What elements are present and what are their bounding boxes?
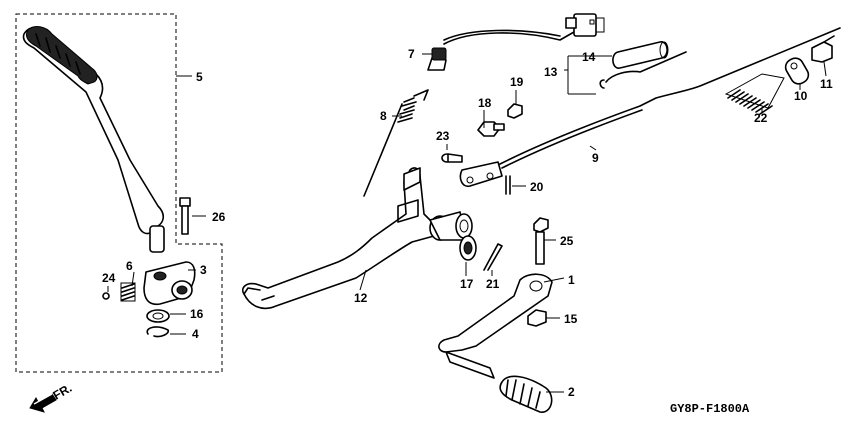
bolt-18: [477, 121, 505, 137]
callout-4: 4: [192, 327, 199, 341]
washer-17: [459, 235, 477, 261]
callout-22: 22: [754, 111, 768, 125]
washer: [146, 309, 170, 323]
callout-12: 12: [354, 291, 368, 305]
bolt-25: [533, 217, 549, 265]
nut-19: [507, 103, 523, 119]
gear-change-pedal: [438, 273, 553, 379]
callout-13: 13: [544, 65, 558, 79]
brake-rod: [459, 27, 841, 188]
brake-return-spring: [363, 89, 429, 197]
callout-26: 26: [212, 210, 226, 224]
adjust-nut: [811, 35, 835, 63]
kick-starter-boss: [143, 261, 196, 306]
pedal-rubber: [499, 375, 553, 413]
callout-16: 16: [190, 307, 204, 321]
brake-rod-spring: [724, 73, 785, 115]
callout-17: 17: [460, 277, 474, 291]
callout-2: 2: [568, 385, 575, 399]
callout-14: 14: [582, 50, 596, 64]
kick-starter-arm: [22, 26, 165, 253]
brake-pedal: [241, 167, 473, 310]
callout-7: 7: [408, 47, 415, 61]
spring-cover: [612, 41, 669, 69]
callout-1: 1: [568, 273, 575, 287]
callout-18: 18: [478, 96, 492, 110]
spring-small: [120, 282, 136, 302]
callout-15: 15: [564, 312, 578, 326]
callout-25: 25: [560, 234, 574, 248]
split-pin: [483, 243, 503, 271]
callout-10: 10: [794, 89, 808, 103]
brake-pin: [441, 153, 463, 163]
steel-ball: [102, 292, 110, 300]
cotter-pin: [505, 175, 511, 195]
leader-lines: [107, 53, 827, 393]
bolt-26: [179, 197, 191, 235]
callout-20: 20: [530, 180, 544, 194]
stop-switch: [427, 13, 605, 71]
callout-21: 21: [486, 277, 500, 291]
switch-spring: [599, 51, 687, 89]
figure-code: GY8P-F1800A: [670, 402, 750, 416]
callout-24: 24: [102, 271, 116, 285]
callout-11: 11: [820, 77, 833, 91]
callout-23: 23: [436, 129, 450, 143]
callout-9: 9: [592, 151, 599, 165]
nut-15: [527, 309, 547, 327]
callout-3: 3: [200, 263, 207, 277]
callout-5: 5: [196, 70, 203, 84]
front-direction-arrow: FR.: [29, 381, 74, 413]
callout-8: 8: [380, 109, 387, 123]
circlip: [146, 326, 170, 338]
callout-6: 6: [126, 259, 133, 273]
callout-19: 19: [510, 75, 524, 89]
callout-labels: 5 26 3 24 6 16 4 7 8 23 18 19 14 13 9 20…: [102, 47, 833, 399]
brake-joint: [784, 57, 810, 85]
